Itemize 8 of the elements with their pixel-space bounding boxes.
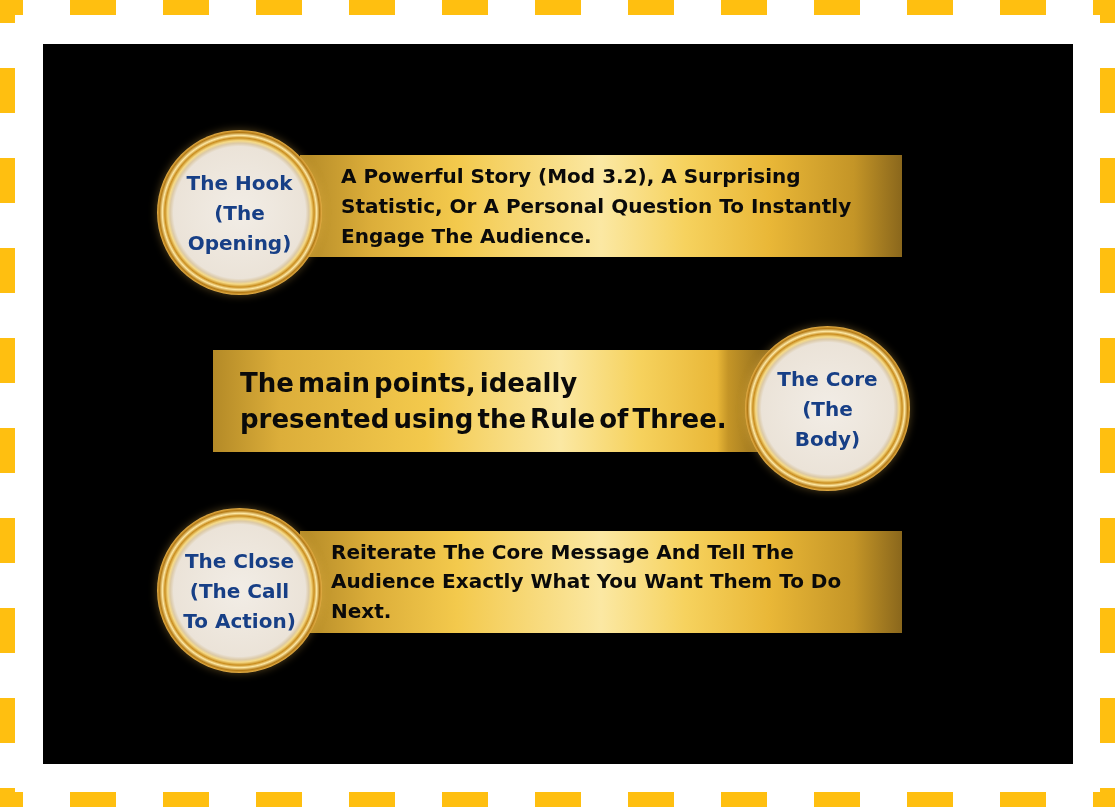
banner-text: A Powerful Story (Mod 3.2), A Surprising Statistic, Or A Personal Question To Instantly Engage The Audience. xyxy=(341,163,853,250)
stage-title: The Close (The Call To Action) xyxy=(182,547,297,635)
stage-title: The Hook (The Opening) xyxy=(185,169,294,257)
banner-text: Reiterate The Core Message And Tell The Audience Exactly What You Want Them To Do Next. xyxy=(331,538,843,625)
ribbon-banner xyxy=(300,531,902,633)
banner-text: The main points, ideally presented using the Rule of Three. xyxy=(240,367,728,436)
stage-title: The Core (The Body) xyxy=(776,365,879,453)
ribbon-banner xyxy=(300,155,902,257)
